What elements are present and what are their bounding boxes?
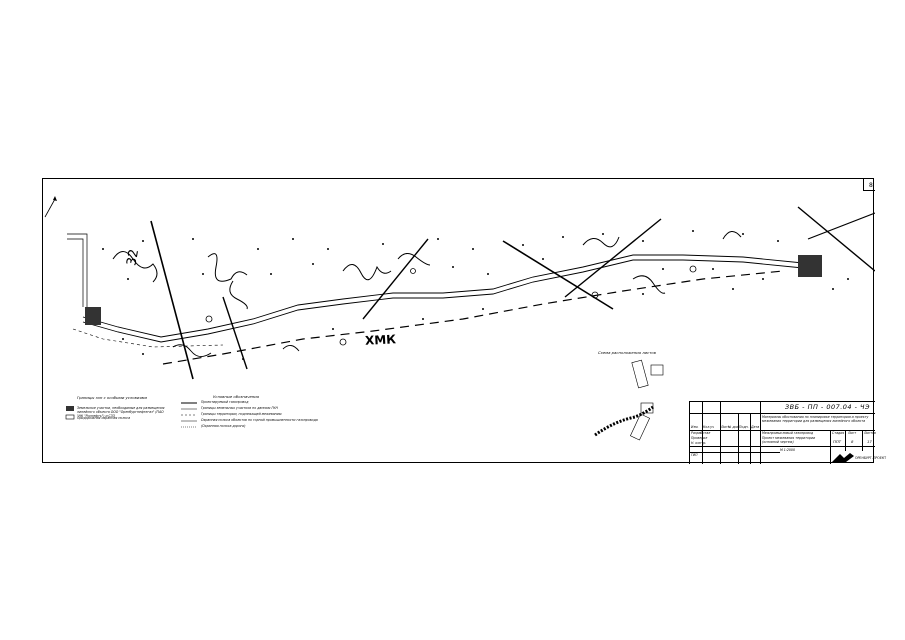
sheets-header: Листов <box>864 431 876 435</box>
pipeline-route <box>82 254 804 338</box>
contour-label: 32 <box>124 248 143 267</box>
legend-zone-label: Земельные участки, необходимые для разме… <box>77 406 165 418</box>
person-role: Н. контр. <box>691 441 707 445</box>
boundary-line-4 <box>564 218 662 298</box>
map-drawing <box>44 196 875 441</box>
stage-header: Стадия <box>832 431 845 435</box>
legend-outline-swatch <box>65 414 75 420</box>
scale: М 1:2000 <box>780 448 795 452</box>
page-number-box <box>863 179 875 191</box>
sheet-header: Лист <box>848 431 857 435</box>
company-name: ОРЕНБУРГ-ПРОЕКТ <box>855 456 887 460</box>
vegetation-dots <box>102 230 849 360</box>
legend-protection-label: Придорожная охранная полоса <box>77 416 131 420</box>
legend-item: Границы земельных участков по данным ГКН <box>201 406 278 410</box>
pipeline-route-parallel <box>82 259 804 343</box>
north-arrow-head <box>53 196 57 201</box>
person-role: ГИП <box>691 453 698 457</box>
drawing-sheet: 8 ХМК 32 Схема расположения листов Грани… <box>42 178 886 464</box>
role-label: Лист <box>721 425 730 429</box>
scheme-inset-tiles <box>629 359 664 441</box>
sheets-value: 17 <box>867 439 872 444</box>
legend-hatch-swatch <box>66 406 74 411</box>
legend-item: Охранная полоса объектов по горной промы… <box>201 418 318 422</box>
river-label: ХМК <box>364 332 397 348</box>
north-arrow <box>44 198 56 218</box>
role-label: Кол.уч <box>703 425 715 429</box>
person-role: Проверил <box>691 436 708 440</box>
role-label: № док. <box>728 425 740 429</box>
page-number: 8 <box>869 182 873 189</box>
sheet-value: 8 <box>851 439 854 444</box>
legend-item: (Охранная полоса дороги) <box>201 424 246 428</box>
scheme-inset-label: Схема расположения листов <box>598 350 656 355</box>
title-block: ЗВБ - ПП - 007.04 - ЧЭ Материалы обоснов… <box>689 401 886 464</box>
person-role: Разработал <box>691 431 711 435</box>
legend-item: Границы территории, подлежащей межеванию <box>201 412 282 416</box>
role-label: Изм. <box>691 425 699 429</box>
role-label: Дата <box>751 425 760 429</box>
drawing-code: ЗВБ - ПП - 007.04 - ЧЭ <box>785 403 871 411</box>
boundary-line-5 <box>797 206 875 272</box>
start-site <box>85 307 101 325</box>
project-title: Материалы обоснования по планировке терр… <box>762 415 869 423</box>
end-site <box>798 255 822 277</box>
object-name: Межпромысловый газопровод <box>762 431 814 435</box>
dashed-road <box>162 270 784 365</box>
boundary-line-2 <box>362 238 429 320</box>
boundary-line-3 <box>502 240 614 310</box>
role-label: Подп. <box>739 425 749 429</box>
stage-value: ППТ <box>833 439 842 444</box>
boundary-line-1 <box>150 220 194 380</box>
access-road <box>67 233 88 307</box>
legend-header-boundaries: Границы зон с особыми условиями <box>77 395 147 400</box>
legend-header-conventional: Условные обозначения <box>213 394 260 399</box>
sheet-title: Проект межевания территории (основной че… <box>762 436 816 444</box>
company-logo <box>832 453 854 462</box>
legend-item: Проектируемый газопровод <box>201 400 249 404</box>
